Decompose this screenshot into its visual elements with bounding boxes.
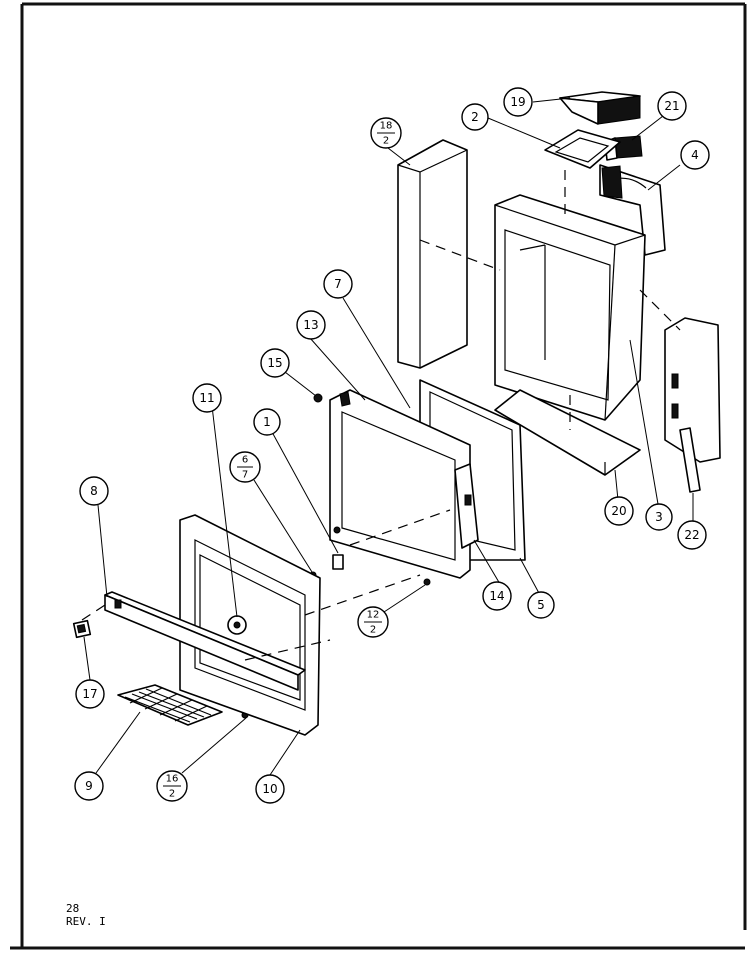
svg-text:18: 18: [380, 121, 393, 132]
svg-text:6: 6: [242, 455, 248, 466]
svg-text:14: 14: [489, 589, 504, 603]
revision-label: REV. I: [66, 915, 106, 928]
callout-7: 7: [323, 269, 353, 299]
callout-5: 5: [527, 591, 555, 619]
callout-17: 17: [75, 679, 105, 709]
callout-13: 13: [296, 310, 326, 340]
svg-text:1: 1: [263, 415, 271, 429]
callout-6-7: 6 7: [229, 451, 261, 483]
callout-4: 4: [680, 140, 710, 170]
svg-text:2: 2: [471, 110, 479, 124]
part-8-trim-strip: [104, 591, 306, 691]
svg-text:13: 13: [303, 318, 318, 332]
svg-text:2: 2: [370, 625, 376, 636]
svg-text:16: 16: [166, 774, 179, 785]
svg-text:21: 21: [664, 99, 679, 113]
part-11-knob: [227, 615, 247, 635]
callout-11: 11: [192, 383, 222, 413]
callout-16-2: 16 2: [156, 770, 188, 802]
svg-text:4: 4: [691, 148, 699, 162]
callout-20: 20: [604, 496, 634, 526]
assembly-dashed-lines: [81, 170, 681, 661]
callout-9: 9: [74, 771, 104, 801]
svg-text:22: 22: [684, 528, 699, 542]
leader-lines: [83, 97, 694, 776]
part-17-clip: [72, 619, 92, 639]
svg-text:10: 10: [262, 782, 277, 796]
part-19-top-cap: [559, 91, 641, 125]
callout-14: 14: [482, 581, 512, 611]
part-10-door-frame: [179, 514, 321, 736]
page-number: 28: [66, 902, 79, 915]
svg-text:15: 15: [267, 356, 282, 370]
callout-10: 10: [255, 774, 285, 804]
callout-1: 1: [253, 408, 281, 436]
svg-text:19: 19: [510, 95, 525, 109]
svg-text:8: 8: [90, 484, 98, 498]
part-3-main-housing: [494, 194, 646, 421]
callout-8: 8: [79, 476, 109, 506]
svg-text:12: 12: [367, 610, 380, 621]
part-18-tall-panel: [397, 139, 468, 369]
svg-text:2: 2: [383, 136, 389, 147]
callout-22: 22: [677, 520, 707, 550]
svg-text:17: 17: [82, 687, 97, 701]
svg-text:11: 11: [199, 391, 214, 405]
svg-text:5: 5: [537, 598, 545, 612]
part-9-grille: [117, 684, 223, 726]
part-2-frame: [544, 129, 621, 169]
svg-text:20: 20: [611, 504, 626, 518]
callout-18-2: 18 2: [370, 117, 402, 149]
svg-text:2: 2: [169, 789, 175, 800]
callout-2: 2: [461, 103, 489, 131]
svg-text:9: 9: [85, 779, 93, 793]
callout-12-2: 12 2: [357, 606, 389, 638]
callout-19: 19: [503, 87, 533, 117]
part-22-side-panel: [664, 317, 721, 493]
callout-3: 3: [645, 503, 673, 531]
svg-text:7: 7: [334, 277, 342, 291]
callout-15: 15: [260, 348, 290, 378]
callout-21: 21: [657, 91, 687, 121]
part-13-inner-liner: [329, 389, 479, 579]
svg-text:7: 7: [242, 470, 248, 481]
svg-text:3: 3: [655, 510, 663, 524]
page-border: [10, 2, 747, 950]
part-20-base-plate: [494, 389, 641, 476]
